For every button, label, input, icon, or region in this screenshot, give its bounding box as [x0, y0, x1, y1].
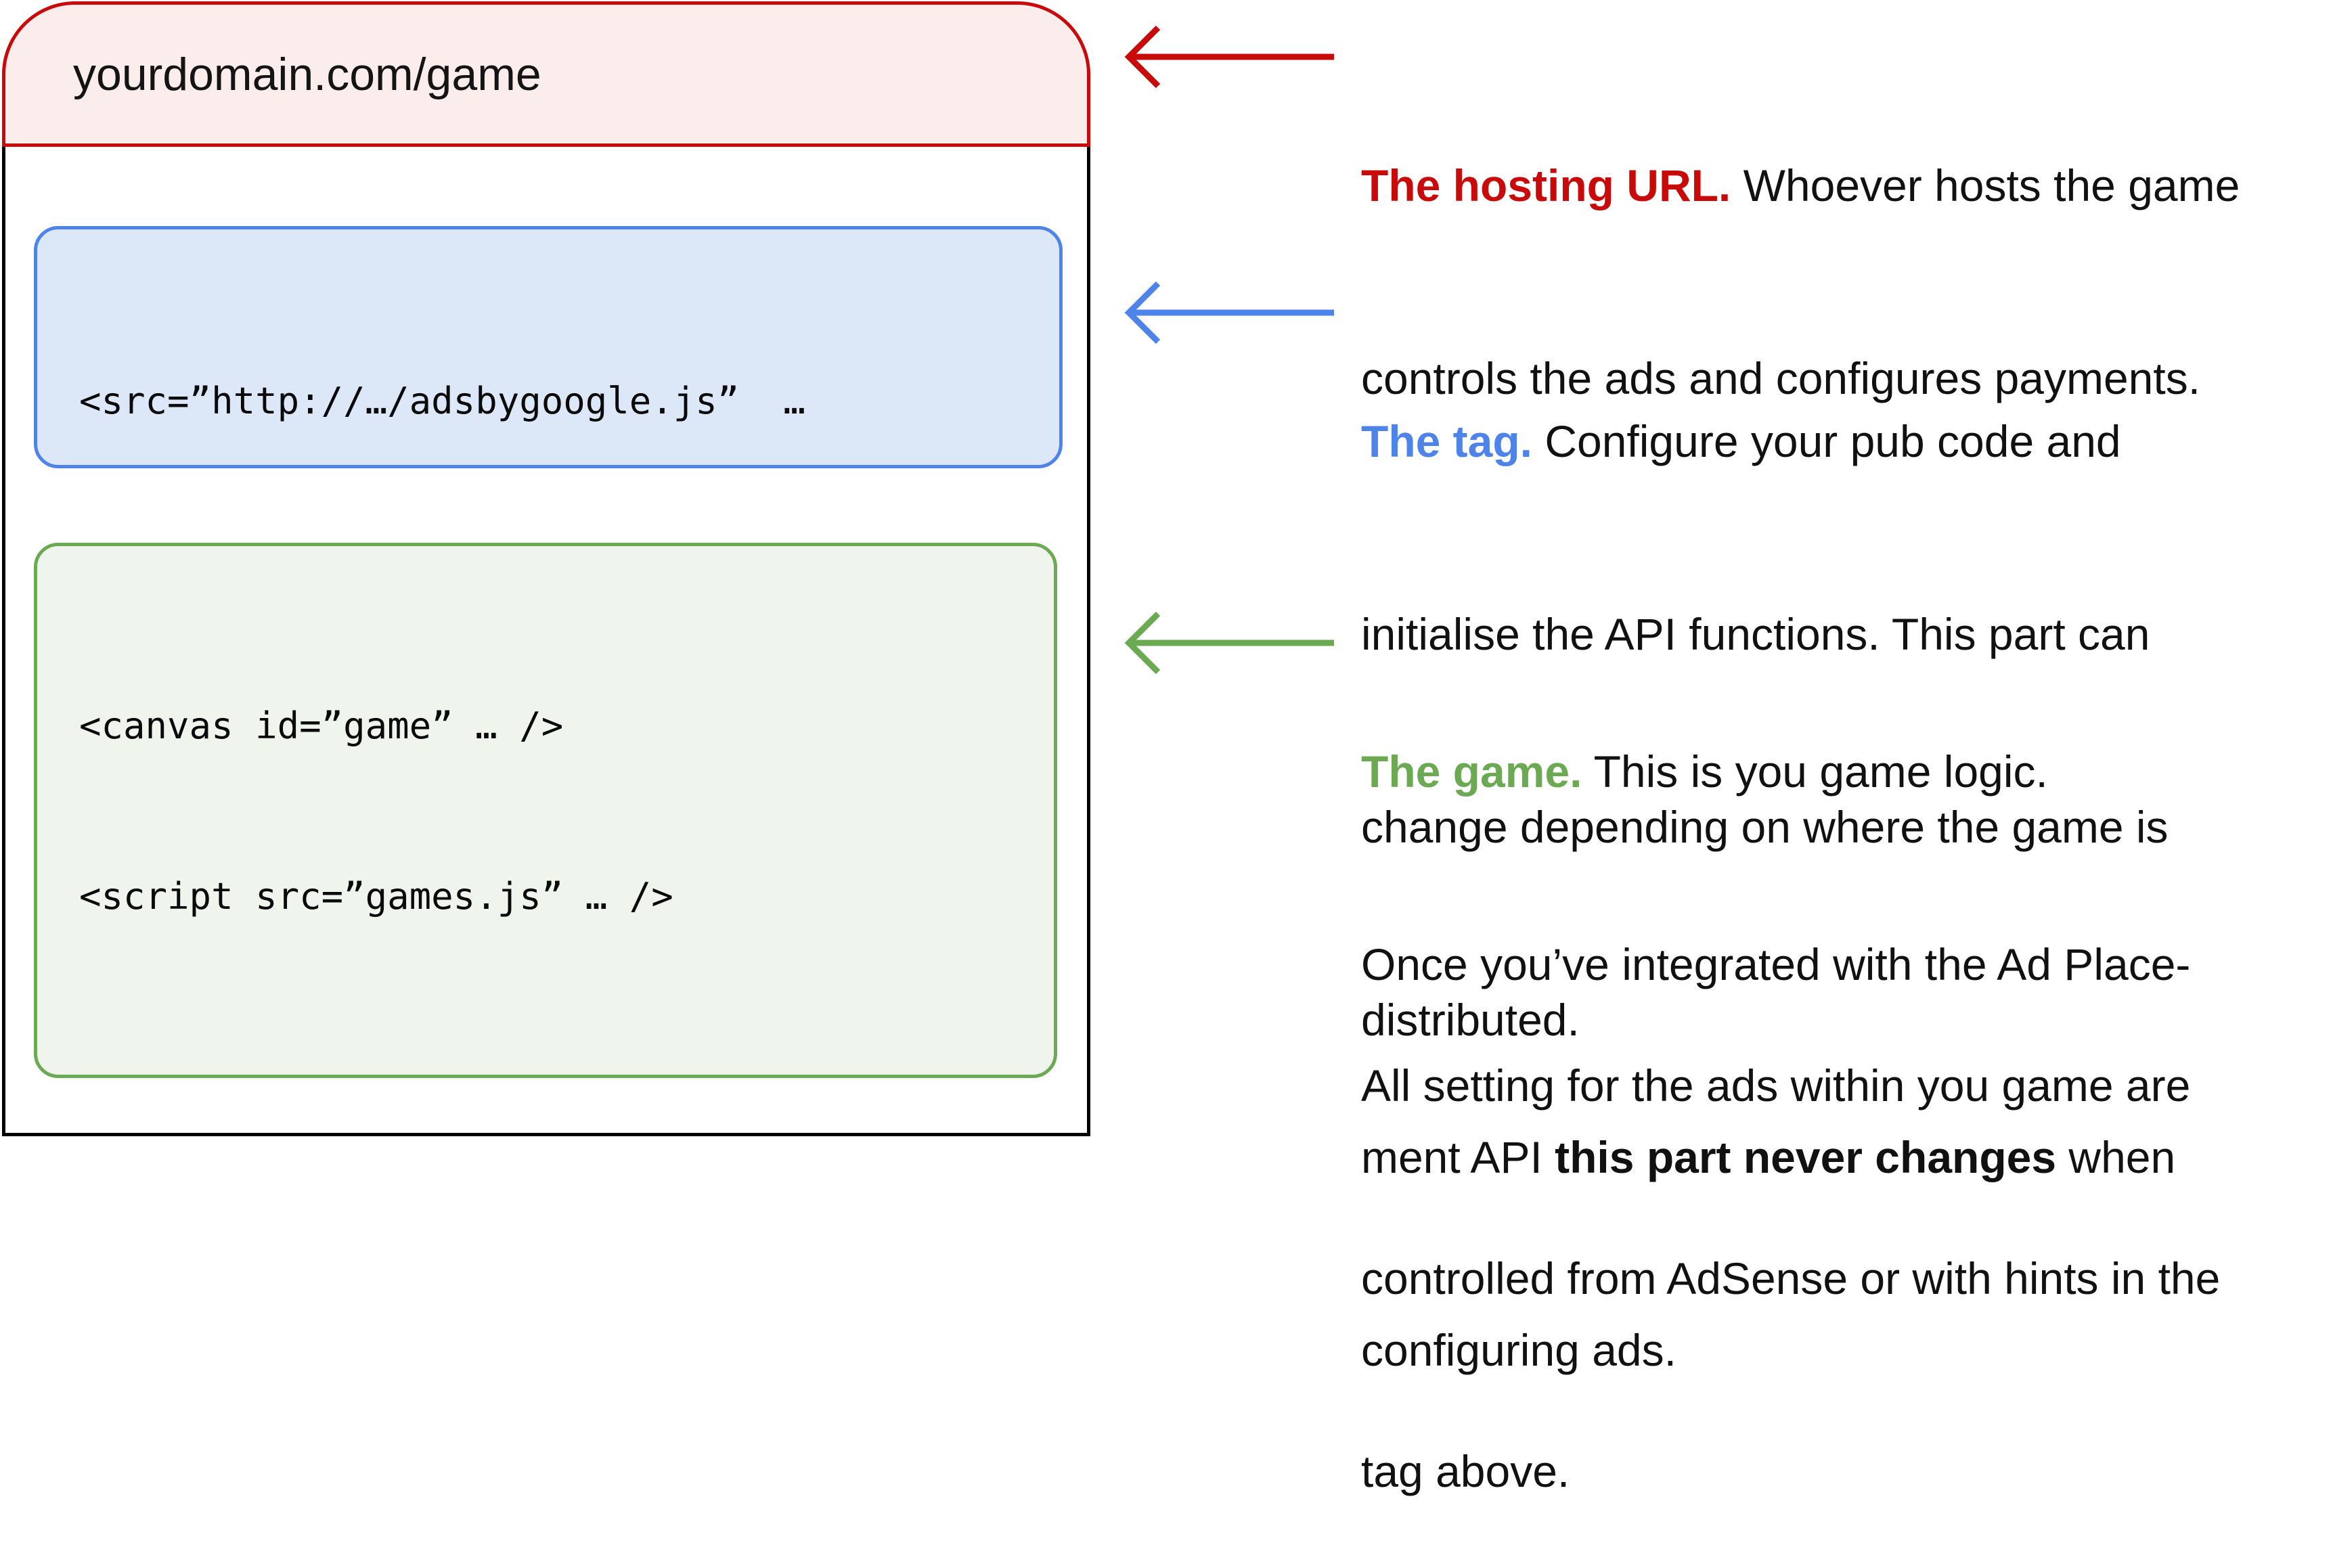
hosting-url-annotation: The hosting URL. Whoever hosts the game …	[1361, 25, 2240, 475]
annotation-line: controls the ads and configures payments…	[1361, 353, 2201, 403]
annotation-text: Whoever hosts the game	[1731, 160, 2240, 210]
annotation-line: controlled from AdSense or with hints in…	[1361, 1253, 2221, 1303]
game-code-line-1: <canvas id=”game” … />	[79, 704, 564, 747]
url-bar: yourdomain.com/game	[2, 1, 1090, 147]
annotation-text: Configure your pub code and	[1532, 416, 2121, 466]
browser-window: yourdomain.com/game <src=”http://…/adsby…	[2, 1, 1090, 1136]
annotation-line: distributed.	[1361, 995, 1580, 1045]
annotation-line: All setting for the ads within you game …	[1361, 1060, 2191, 1111]
annotation-line: Once you’ve integrated with the Ad Place…	[1361, 939, 2191, 989]
tag-annotation: The tag. Configure your pub code and ini…	[1361, 281, 2169, 1117]
annotation-line: tag above.	[1361, 1446, 1570, 1496]
annotation-text: This is you game logic.	[1582, 746, 2048, 797]
url-text: yourdomain.com/game	[73, 48, 541, 100]
tag-code-line-1: <src=”http://…/adsbygoogle.js” …	[79, 380, 805, 422]
adsense-settings-note: All setting for the ads within you game …	[1361, 925, 2220, 1568]
tag-title: The tag.	[1361, 416, 1533, 466]
red-left-arrow-icon	[1124, 25, 1334, 89]
ad-tag-code-box: <src=”http://…/adsbygoogle.js” … data-ad…	[34, 226, 1063, 763]
annotation-line: initialise the API functions. This part …	[1361, 609, 2150, 659]
game-code-line-2: <script src=”games.js” … />	[79, 875, 673, 918]
hosting-url-title: The hosting URL.	[1361, 160, 1731, 210]
annotation-line: The tag. Configure your pub code and	[1361, 409, 2169, 474]
annotation-line: The game. This is you game logic.	[1361, 740, 2190, 804]
game-code-box: <canvas id=”game” … /> <script src=”game…	[34, 543, 1057, 1078]
game-title: The game.	[1361, 746, 1582, 797]
annotation-line: change depending on where the game is	[1361, 802, 2169, 852]
green-left-arrow-icon	[1124, 611, 1334, 675]
arrow-shape	[1124, 281, 1334, 344]
arrow-shape	[1124, 611, 1334, 675]
blue-left-arrow-icon	[1124, 281, 1334, 344]
arrow-shape	[1124, 25, 1334, 89]
annotation-line: The hosting URL. Whoever hosts the game	[1361, 154, 2240, 218]
